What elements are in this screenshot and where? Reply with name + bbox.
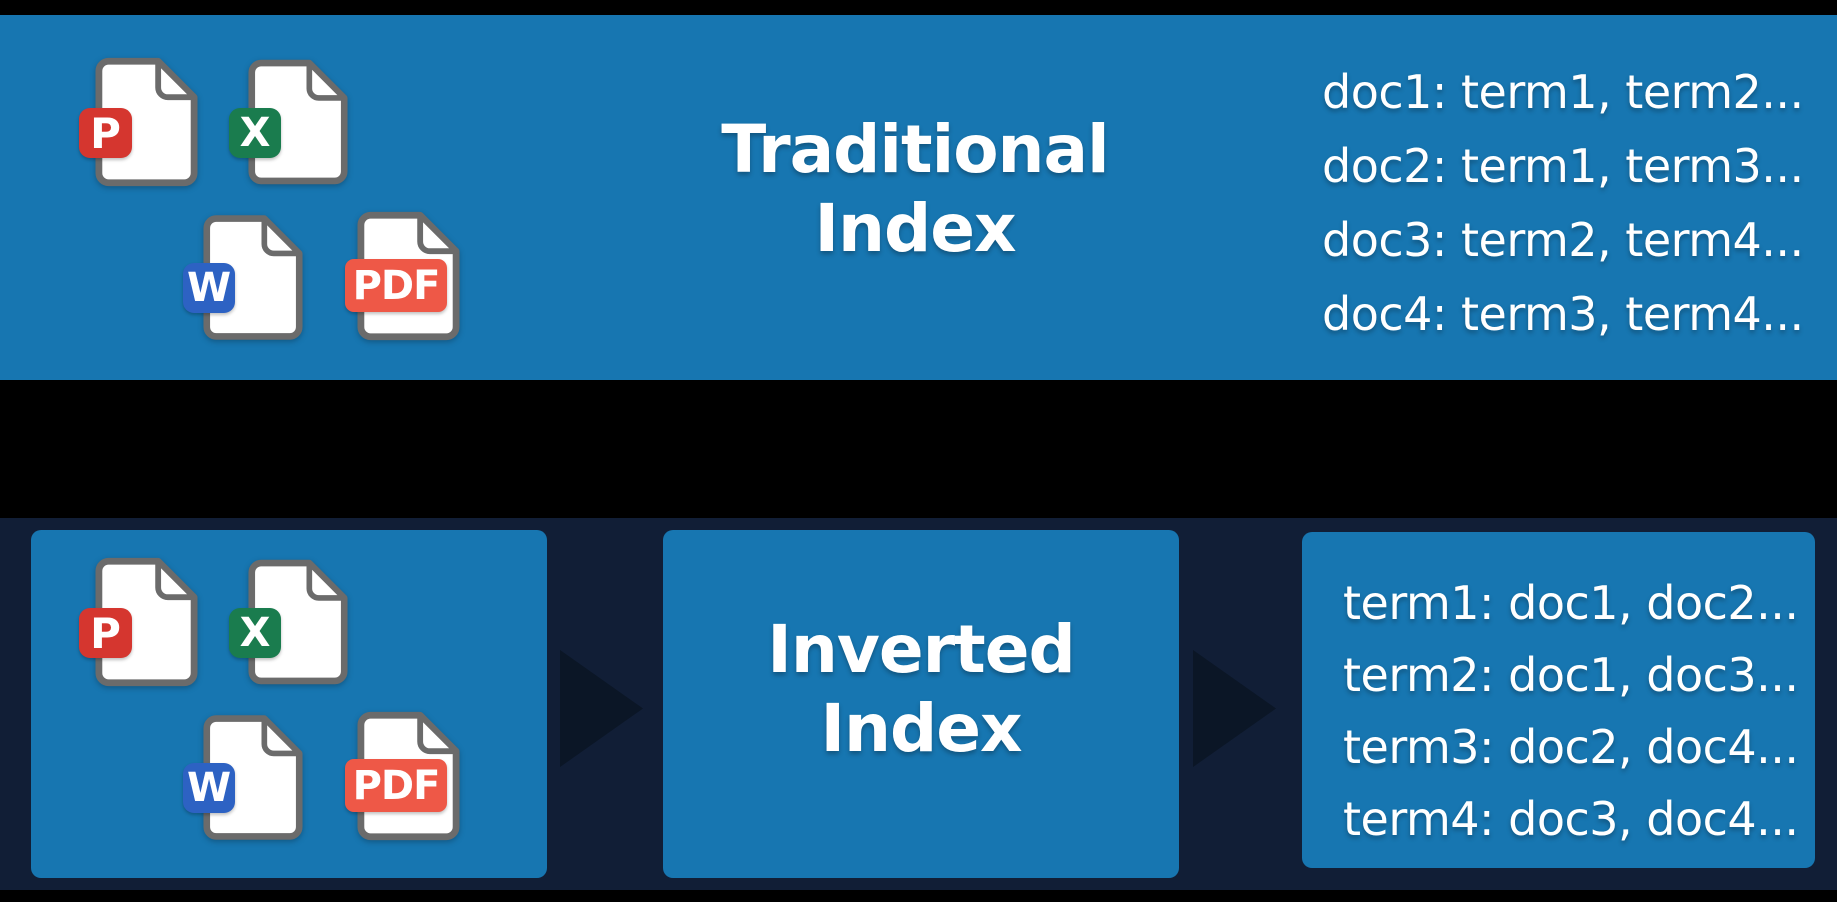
list-item: doc4: term3, term4... [1322,287,1804,341]
pdf-badge: PDF [345,259,447,312]
title-line-1: Traditional [721,111,1109,188]
documents-box: P X W PDF [31,530,547,878]
title-line-2: Index [820,690,1022,767]
excel-file-icon: X [229,57,348,187]
arrow-right-icon [560,650,643,767]
word-badge: W [183,763,235,813]
inverted-index-list-box: term1: doc1, doc2... term2: doc1, doc3..… [1302,532,1815,868]
powerpoint-file-icon: P [79,57,198,187]
inverted-index-panel: P X W PDF Inverted Index [0,518,1837,890]
word-file-icon: W [183,212,303,343]
excel-badge: X [229,608,281,658]
excel-badge: X [229,108,281,158]
list-item: doc3: term2, term4... [1322,213,1804,267]
excel-file-icon: X [229,557,348,687]
list-item: term3: doc2, doc4... [1343,720,1799,774]
powerpoint-file-icon: P [79,557,198,687]
document-cluster: P X W PDF [79,57,460,343]
title-line-2: Index [814,190,1016,267]
powerpoint-badge: P [79,108,132,158]
traditional-index-title: Traditional Index [615,110,1215,268]
list-item: doc1: term1, term2... [1322,65,1804,119]
pdf-file-icon: PDF [345,210,460,342]
list-item: term2: doc1, doc3... [1343,648,1799,702]
arrow-right-icon [1193,650,1276,767]
inverted-index-title-box: Inverted Index [663,530,1179,878]
pdf-file-icon: PDF [345,710,460,842]
word-badge: W [183,263,235,313]
title-line-1: Inverted [767,611,1075,688]
traditional-index-list: doc1: term1, term2... doc2: term1, term3… [1322,55,1804,351]
traditional-index-panel: P X W PDF Traditional Index doc1: term1,… [0,15,1837,380]
list-item: term4: doc3, doc4... [1343,792,1799,846]
pdf-badge: PDF [345,759,447,812]
list-item: doc2: term1, term3... [1322,139,1804,193]
list-item: term1: doc1, doc2... [1343,576,1799,630]
word-file-icon: W [183,712,303,843]
powerpoint-badge: P [79,608,132,658]
document-cluster: P X W PDF [79,557,460,843]
inverted-index-list: term1: doc1, doc2... term2: doc1, doc3..… [1343,567,1799,855]
inverted-index-title: Inverted Index [663,610,1179,768]
